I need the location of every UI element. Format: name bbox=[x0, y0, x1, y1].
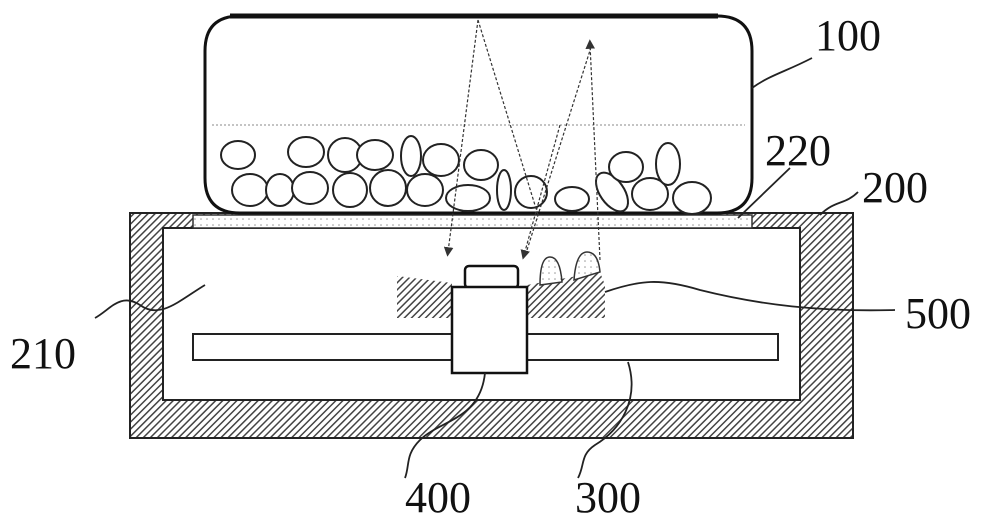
label-cavity: 210 bbox=[10, 329, 76, 378]
particles bbox=[220, 135, 712, 215]
sensor bbox=[450, 264, 529, 375]
label-sample: 500 bbox=[905, 289, 971, 338]
label-base: 200 bbox=[862, 163, 928, 212]
label-plate: 220 bbox=[765, 126, 831, 175]
glass-plate bbox=[192, 214, 753, 229]
sample bbox=[397, 251, 605, 318]
light-rays bbox=[443, 19, 601, 261]
label-sensor: 400 bbox=[405, 473, 471, 522]
label-rail: 300 bbox=[575, 473, 641, 522]
container bbox=[203, 13, 754, 215]
label-container: 100 bbox=[815, 11, 881, 60]
leader-lines bbox=[94, 57, 896, 479]
